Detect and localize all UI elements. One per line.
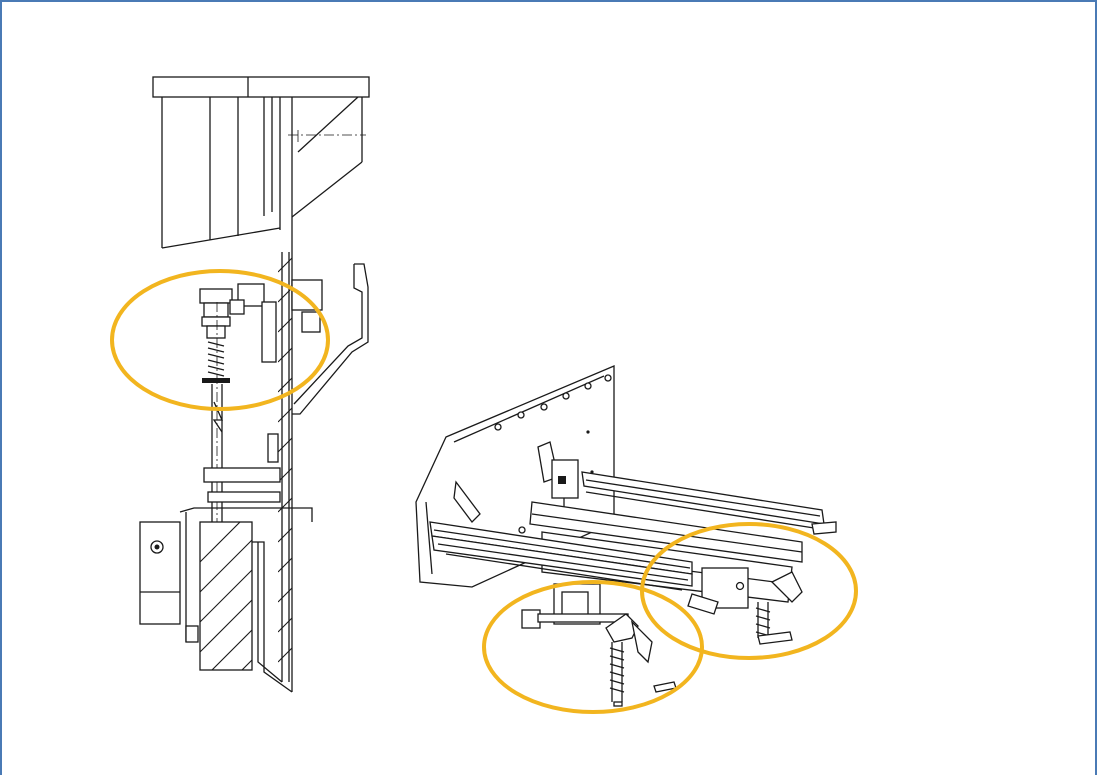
highlight-ellipses <box>110 269 858 714</box>
highlight-spring-pin <box>110 269 330 411</box>
isometric-view <box>415 365 837 707</box>
highlight-rear-adjuster <box>640 522 858 660</box>
sensor-head <box>537 441 579 514</box>
spring-pin <box>199 283 281 542</box>
lever-arm <box>267 263 369 463</box>
plate-bolts <box>494 374 612 534</box>
upper-housing <box>161 96 366 692</box>
rear-adjuster <box>687 567 803 645</box>
lower-clamp-block <box>139 507 313 693</box>
front-adjuster <box>521 583 677 707</box>
highlight-front-adjuster <box>482 580 704 714</box>
upper-rail <box>581 471 837 535</box>
side-view <box>139 76 370 693</box>
top-rail <box>152 76 370 98</box>
